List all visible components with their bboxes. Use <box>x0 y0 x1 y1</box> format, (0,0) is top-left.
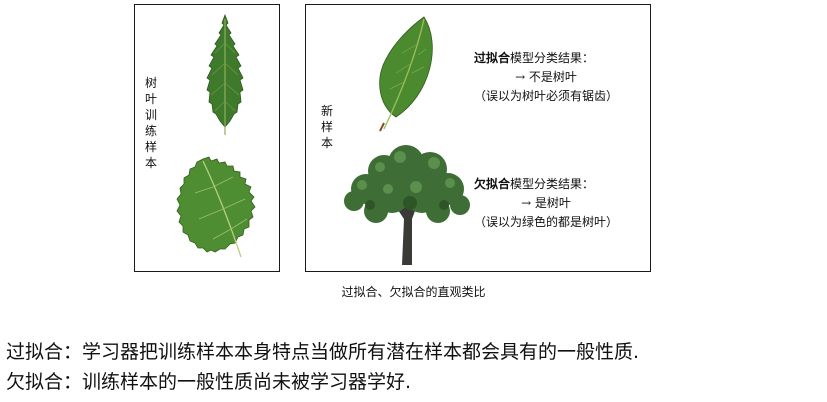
label-char: 新 <box>320 104 333 118</box>
overfit-suffix: 模型分类结果： <box>510 51 595 65</box>
serrated-leaf-image-2 <box>176 156 256 258</box>
label-char: 样 <box>144 140 157 154</box>
overfit-reason: （误以为树叶必须有锯齿） <box>474 89 619 103</box>
new-samples-panel: 新 样 本 <box>305 4 651 272</box>
overfit-term: 过拟合 <box>474 51 511 65</box>
label-char: 练 <box>144 124 157 138</box>
label-char: 本 <box>320 136 333 150</box>
overfit-result: → 不是树叶 <box>515 70 577 84</box>
overfit-result-text: 过拟合模型分类结果： → 不是树叶 （误以为树叶必须有锯齿） <box>474 49 618 106</box>
label-char: 样 <box>320 120 333 134</box>
underfit-reason: （误以为绿色的都是树叶） <box>474 215 619 229</box>
label-char: 叶 <box>144 92 157 106</box>
label-char: 本 <box>144 156 157 170</box>
underfit-definition: 欠拟合：训练样本的一般性质尚未被学习器学好. <box>6 371 412 393</box>
underfit-suffix: 模型分类结果： <box>510 177 595 191</box>
training-samples-panel: 树 叶 训 练 样 本 <box>134 4 280 272</box>
underfit-result: → 是树叶 <box>521 196 571 210</box>
training-samples-label: 树 叶 训 练 样 本 <box>144 75 158 171</box>
underfit-result-text: 欠拟合模型分类结果： → 是树叶 （误以为绿色的都是树叶） <box>474 175 618 232</box>
smooth-leaf-image <box>379 16 433 132</box>
figure-caption: 过拟合、欠拟合的直观类比 <box>341 285 486 299</box>
serrated-leaf-image-1 <box>206 13 244 135</box>
tree-image <box>344 145 470 265</box>
new-samples-label: 新 样 本 <box>320 103 334 151</box>
underfit-term: 欠拟合 <box>474 177 511 191</box>
label-char: 训 <box>144 108 157 122</box>
overfit-definition: 过拟合：学习器把训练样本本身特点当做所有潜在样本都会具有的一般性质. <box>6 341 640 363</box>
label-char: 树 <box>144 76 157 90</box>
